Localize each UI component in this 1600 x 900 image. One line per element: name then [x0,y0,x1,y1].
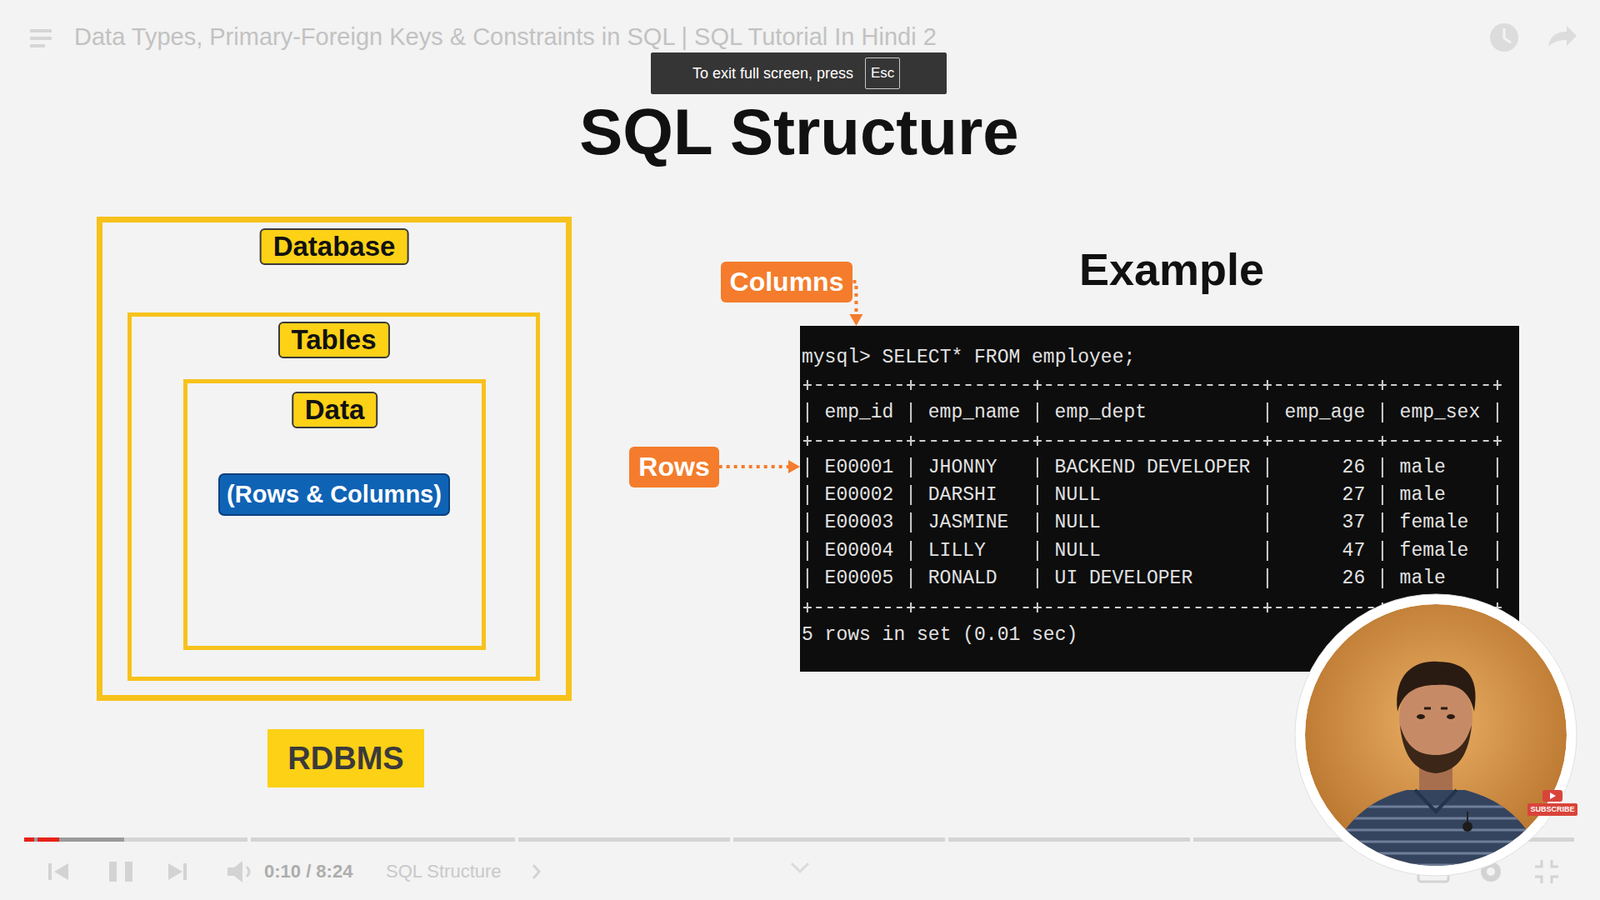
table-cell: JHONNY [928,455,998,480]
table-cell: E00002 [825,483,895,507]
table-cell: E00003 [825,510,895,535]
table-cell: male [1400,483,1446,507]
subscribe-text: SUBSCRIBE [1527,803,1577,816]
table-cell: LILLY [928,539,986,563]
column-header: emp_age [1285,400,1366,425]
table-cell: BACKEND DEVELOPER [1055,455,1251,480]
badge-text: RDBMS [287,740,404,777]
dotted-arrow [719,460,800,474]
table-cell: JASMINE [928,510,1010,535]
watch-later-icon [1490,23,1519,52]
table-cell: 26 [1285,566,1366,590]
presenter-photo [1294,593,1578,877]
table-cell: RONALD [928,566,998,590]
badge-text: (Rows & Columns) [226,480,442,509]
video-title: Data Types, Primary-Foreign Keys & Const… [74,22,937,51]
table-cell: 37 [1285,510,1366,535]
slide-title: SQL Structure [579,98,1019,165]
subscribe-icon [1542,790,1563,802]
menu-icon [30,30,52,46]
tooltip-text: To exit full screen, press [692,64,854,83]
table-cell: NULL [1055,510,1101,535]
rdbms-badge: RDBMS [267,729,424,788]
heading-badge: Database [260,228,410,265]
heading-badge: Tables [277,321,390,359]
table-cell: 27 [1285,483,1366,507]
key-hint: Esc [865,57,900,90]
table-cell: male [1400,566,1446,590]
terminal-line: mysql> SELECT* FROM employee; [801,345,1135,370]
columns-callout: Columns [720,261,854,303]
terminal-line: 5 rows in set (0.01 sec) [801,623,1078,647]
column-header: emp_name [928,400,1020,425]
time-display: 0:10 / 8:24 [264,860,353,883]
table-cell: female [1400,539,1470,563]
table-cell: female [1400,510,1470,535]
tables-frame: TablesData (Rows & Columns) [127,312,540,681]
table-cell: 26 [1285,455,1366,480]
table-cell: NULL [1055,539,1101,563]
table-cell: DARSHI [928,483,998,507]
rows-columns-badge: (Rows & Columns) [218,473,450,516]
heading-badge: Data [291,391,379,429]
table-cell: 47 [1285,539,1366,563]
player-controls [48,860,1559,884]
table-cell: E00001 [825,455,895,480]
badge-text: Columns [730,266,845,298]
badge-text: Rows [638,451,710,483]
table-cell: male [1400,455,1446,480]
table-cell: E00004 [825,539,895,563]
table-cell: E00005 [825,566,895,590]
column-header: emp_dept [1055,400,1147,425]
data-frame: Data (Rows & Columns) [183,379,486,650]
column-header: emp_id [825,400,895,425]
database-frame: DatabaseTablesData (Rows & Columns) [96,216,572,701]
table-cell: NULL [1055,483,1101,507]
column-header: emp_sex [1400,400,1481,425]
rows-callout: Rows [629,446,719,488]
table-cell: UI DEVELOPER [1055,566,1194,590]
share-icon [1548,25,1577,47]
section-heading: Example [1079,243,1265,295]
chapter-title: SQL Structure [385,860,502,883]
